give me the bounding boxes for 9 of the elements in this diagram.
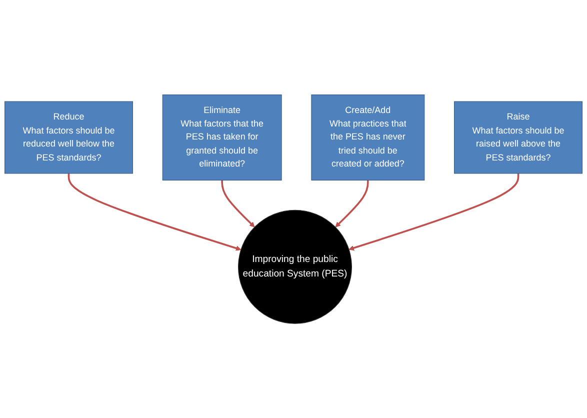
node-box: Create/Add What practices that the PES has never tried should be created or added?	[311, 94, 425, 180]
arrow	[335, 180, 369, 228]
node-circle: Improving the public education System (PES)	[238, 210, 352, 324]
node-box: Raise What factors should be raised well above the PES standards?	[454, 101, 582, 174]
node-box: Eliminate What factors that the PES has taken for granted should be eliminated?	[162, 94, 282, 180]
arrow	[221, 180, 255, 228]
arrow	[68, 173, 242, 251]
node-box: Reduce What factors should be reduced well below the PES standards?	[4, 101, 133, 174]
arrow	[348, 173, 520, 250]
